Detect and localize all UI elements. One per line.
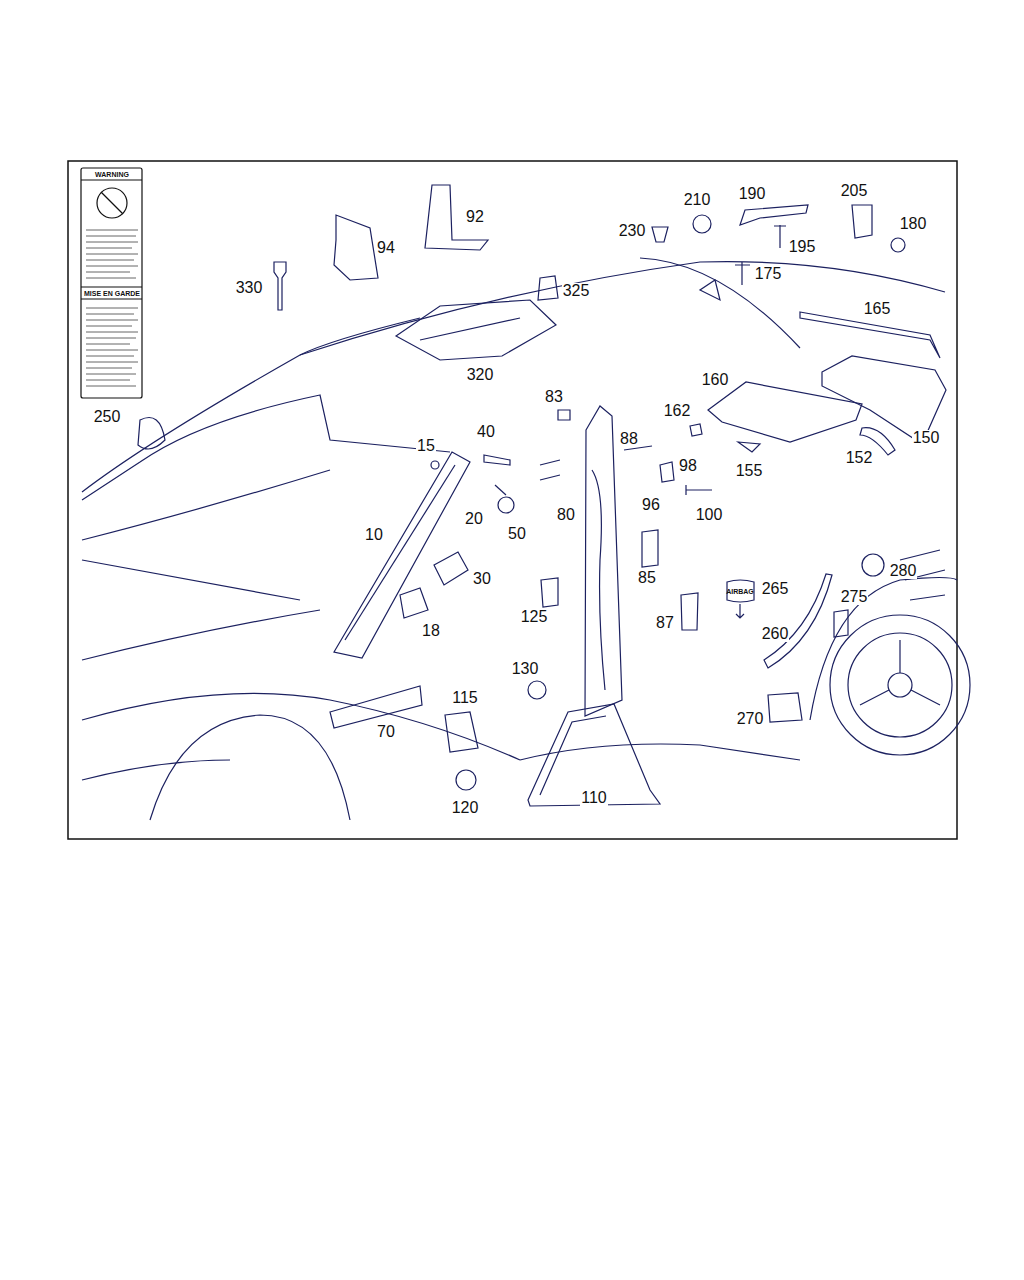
callout-number: 280	[889, 563, 918, 579]
callout-number: 195	[788, 239, 817, 255]
callout-number: 115	[451, 690, 479, 706]
callout-number: 270	[736, 711, 765, 727]
callout-number: 190	[738, 186, 767, 202]
callout-number: 88	[619, 431, 639, 447]
callout-number: 260	[761, 626, 790, 642]
callout-number: 275	[840, 589, 869, 605]
callout-number: 160	[701, 372, 730, 388]
callout-number: 10	[364, 527, 384, 543]
callout-number: 125	[520, 609, 549, 625]
callout-number: 94	[376, 240, 396, 256]
callout-number: 98	[678, 458, 698, 474]
callout-number: 83	[544, 389, 564, 405]
label-text: AIRBAG	[725, 588, 755, 595]
callout-number: 330	[235, 280, 264, 296]
callout-number: 120	[451, 800, 480, 816]
callout-number: 165	[863, 301, 892, 317]
callout-number: 162	[663, 403, 692, 419]
callout-number: 50	[507, 526, 527, 542]
callout-number: 250	[93, 409, 122, 425]
label-text: MISE EN GARDE	[83, 290, 141, 297]
callout-number: 152	[845, 450, 874, 466]
callout-number: 92	[465, 209, 485, 225]
callout-number: 15	[416, 438, 436, 454]
callout-number: 180	[899, 216, 928, 232]
callout-number: 205	[840, 183, 869, 199]
callout-number: 320	[466, 367, 495, 383]
callout-number: 30	[472, 571, 492, 587]
callout-number: 230	[618, 223, 647, 239]
callout-number: 155	[735, 463, 764, 479]
callout-number: 210	[683, 192, 712, 208]
callout-number: 18	[421, 623, 441, 639]
label-text: WARNING	[94, 171, 130, 178]
callout-number: 70	[376, 724, 396, 740]
callout-number: 80	[556, 507, 576, 523]
callout-number: 87	[655, 615, 675, 631]
callout-number: 130	[511, 661, 540, 677]
callout-number: 110	[580, 790, 608, 806]
callout-number: 96	[641, 497, 661, 513]
callout-number: 175	[754, 266, 783, 282]
callout-number: 100	[695, 507, 724, 523]
callout-number: 85	[637, 570, 657, 586]
callout-number: 150	[912, 430, 941, 446]
callout-number: 20	[464, 511, 484, 527]
callout-number: 325	[562, 283, 591, 299]
callout-number: 40	[476, 424, 496, 440]
callout-number: 265	[761, 581, 790, 597]
